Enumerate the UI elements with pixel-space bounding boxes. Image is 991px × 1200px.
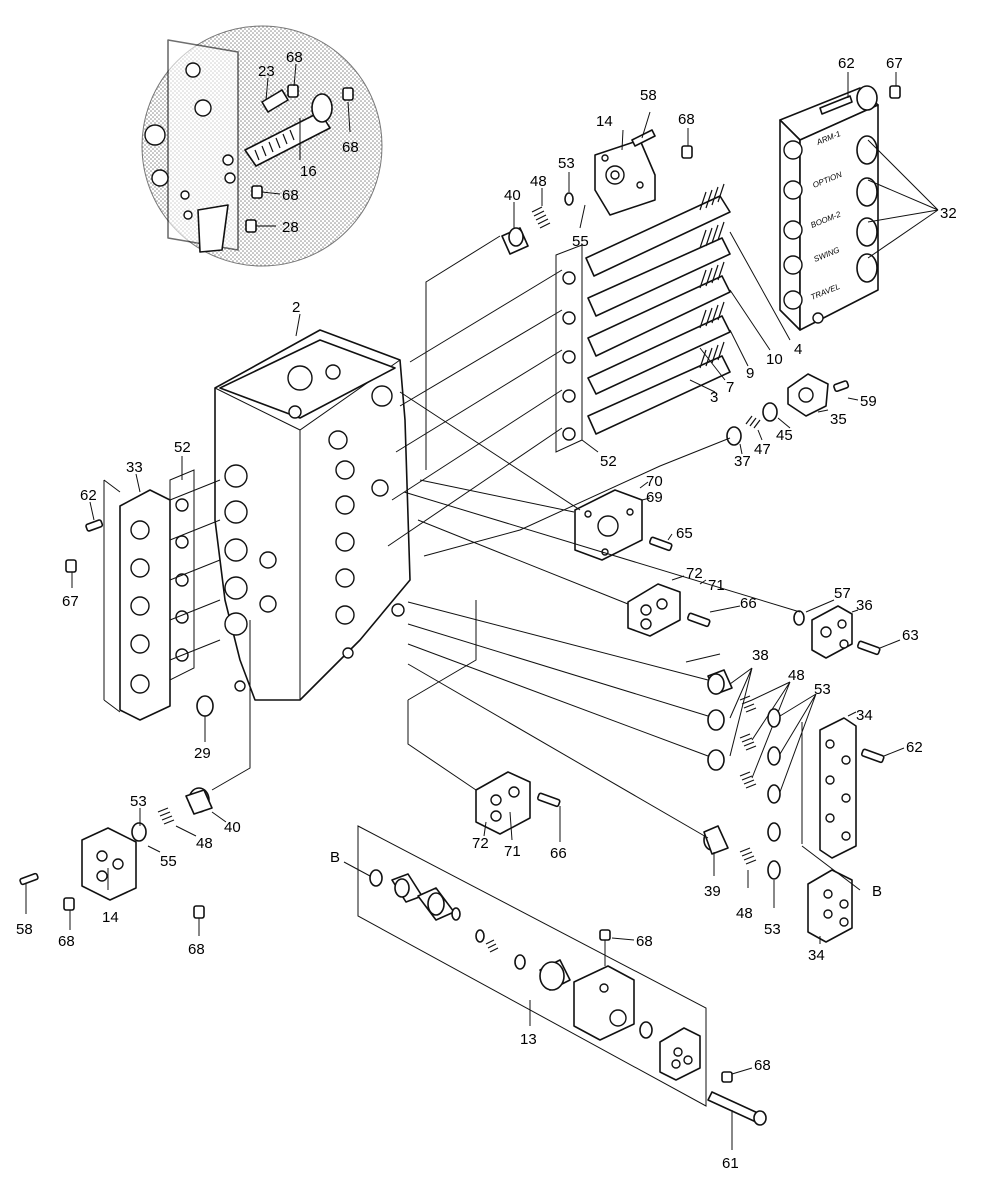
callout-39: 39 — [704, 883, 721, 900]
callout-53: 53 — [130, 793, 147, 810]
callout-45: 45 — [776, 427, 793, 444]
callout-57: 57 — [834, 585, 851, 602]
inset-detail: 23 68 68 16 68 28 — [141, 25, 383, 267]
callout-62: 62 — [80, 487, 97, 504]
callout-68: 68 — [754, 1057, 771, 1074]
callout-9: 9 — [746, 365, 754, 382]
callout-b: B — [330, 849, 340, 866]
callout-68: 68 — [286, 49, 303, 66]
top-cover-group: 14 58 68 53 48 40 55 — [501, 87, 695, 255]
spool-set: 4 10 9 7 3 52 — [555, 183, 802, 470]
callout-38: 38 — [752, 647, 769, 664]
callout-55: 55 — [572, 233, 589, 250]
callout-52: 52 — [174, 439, 191, 456]
right-plug-group: 38 48 53 34 62 — [707, 647, 923, 859]
callout-28: 28 — [282, 219, 299, 236]
callout-48: 48 — [196, 835, 213, 852]
callout-10: 10 — [766, 351, 783, 368]
relief-valve-16 — [244, 93, 333, 167]
callout-14: 14 — [102, 909, 119, 926]
callout-68: 68 — [58, 933, 75, 950]
callout-65: 65 — [676, 525, 693, 542]
callout-33: 33 — [126, 459, 143, 476]
callout-66: 66 — [740, 595, 757, 612]
callout-35: 35 — [830, 411, 847, 428]
callout-14: 14 — [596, 113, 613, 130]
callout-68: 68 — [342, 139, 359, 156]
callout-68: 68 — [636, 933, 653, 950]
callout-48: 48 — [530, 173, 547, 190]
left-cover-group: 52 33 62 67 29 — [62, 439, 214, 762]
assembly-13: B 68 68 61 13 — [330, 825, 771, 1172]
plug-35-group: 59 35 45 47 37 — [726, 373, 877, 470]
callout-34: 34 — [856, 707, 873, 724]
callout-68: 68 — [678, 111, 695, 128]
callout-37: 37 — [734, 453, 751, 470]
spool-cover-stack-32: ARM-1 OPTION BOOM-2 SWING TRAVEL 62 67 3… — [779, 55, 957, 331]
explosion-lines — [169, 235, 861, 891]
callout-53: 53 — [764, 921, 781, 938]
callout-34: 34 — [808, 947, 825, 964]
callout-67: 67 — [62, 593, 79, 610]
lower-right-plug-group: 39 48 53 34 B — [703, 825, 882, 964]
callout-63: 63 — [902, 627, 919, 644]
callout-59: 59 — [860, 393, 877, 410]
callout-71: 71 — [708, 577, 725, 594]
callout-67: 67 — [886, 55, 903, 72]
callout-70: 70 — [646, 473, 663, 490]
callout-16: 16 — [300, 163, 317, 180]
callout-47: 47 — [754, 441, 771, 458]
callout-40: 40 — [504, 187, 521, 204]
callout-7: 7 — [726, 379, 734, 396]
callout-69: 69 — [646, 489, 663, 506]
callout-55: 55 — [160, 853, 177, 870]
callout-40: 40 — [224, 819, 241, 836]
callout-29: 29 — [194, 745, 211, 762]
callout-13: 13 — [520, 1031, 537, 1048]
callout-52: 52 — [600, 453, 617, 470]
callout-36: 36 — [856, 597, 873, 614]
callout-68: 68 — [188, 941, 205, 958]
callout-53: 53 — [558, 155, 575, 172]
callout-48: 48 — [788, 667, 805, 684]
cover-36-group: 57 36 63 — [793, 585, 919, 659]
valve-body-2: 2 — [214, 299, 411, 701]
callout-72: 72 — [686, 565, 703, 582]
callout-32: 32 — [940, 205, 957, 222]
callout-62: 62 — [906, 739, 923, 756]
callout-66: 66 — [550, 845, 567, 862]
port-covers-lower: 72 71 66 — [472, 771, 567, 862]
callout-58: 58 — [640, 87, 657, 104]
callout-58: 58 — [16, 921, 33, 938]
callout-23: 23 — [258, 63, 275, 80]
callout-2: 2 — [292, 299, 300, 316]
callout-71: 71 — [504, 843, 521, 860]
port-covers-upper: 70 69 65 72 71 66 — [574, 473, 757, 637]
callout-72: 72 — [472, 835, 489, 852]
callout-62: 62 — [838, 55, 855, 72]
callout-b: B — [872, 883, 882, 900]
callout-48: 48 — [736, 905, 753, 922]
callout-3: 3 — [710, 389, 718, 406]
callout-61: 61 — [722, 1155, 739, 1172]
lower-left-cover-group: 53 40 48 55 14 58 68 68 — [16, 787, 241, 958]
callout-4: 4 — [794, 341, 802, 358]
callout-53: 53 — [814, 681, 831, 698]
callout-68: 68 — [282, 187, 299, 204]
